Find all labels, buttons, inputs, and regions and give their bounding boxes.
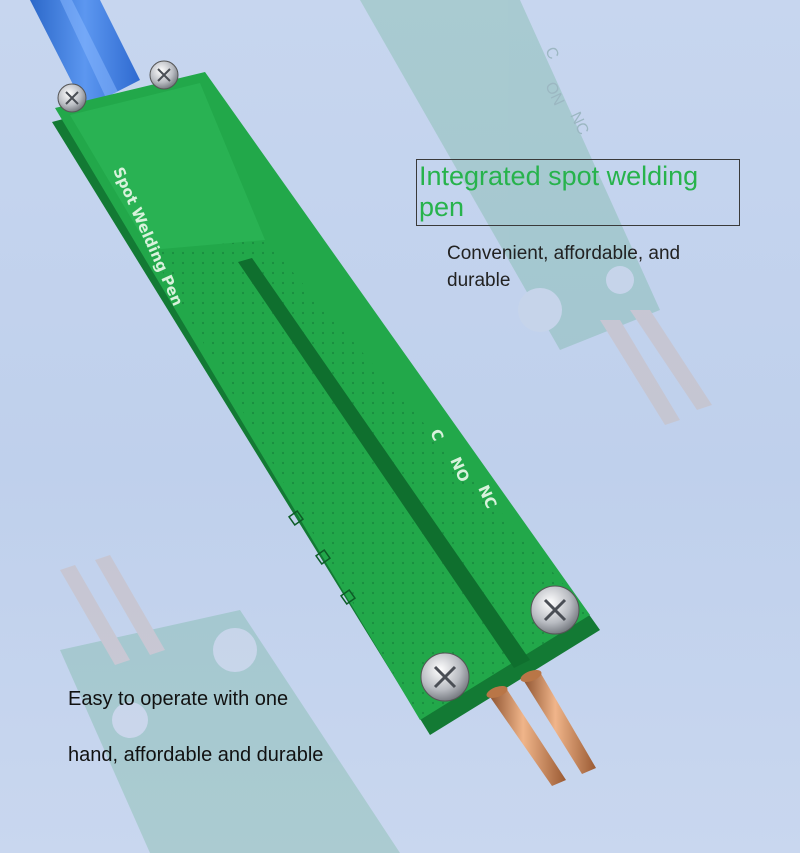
feature-line-1: Easy to operate with one bbox=[68, 688, 289, 710]
screw-top-left bbox=[57, 83, 87, 113]
screw-top-right bbox=[149, 60, 179, 90]
tagline: Convenient, affordable, and durable bbox=[447, 243, 681, 291]
headline: Integrated spot welding pen bbox=[419, 161, 699, 222]
screw-bottom-right bbox=[530, 585, 580, 635]
cable bbox=[30, 0, 140, 108]
pcb-board bbox=[52, 72, 600, 735]
ghost-pen-lower bbox=[60, 555, 400, 853]
screw-bottom-left bbox=[420, 652, 470, 702]
feature-line-2: hand, affordable and durable bbox=[68, 744, 324, 766]
headline-frame bbox=[416, 159, 740, 226]
copper-probes bbox=[486, 669, 596, 786]
